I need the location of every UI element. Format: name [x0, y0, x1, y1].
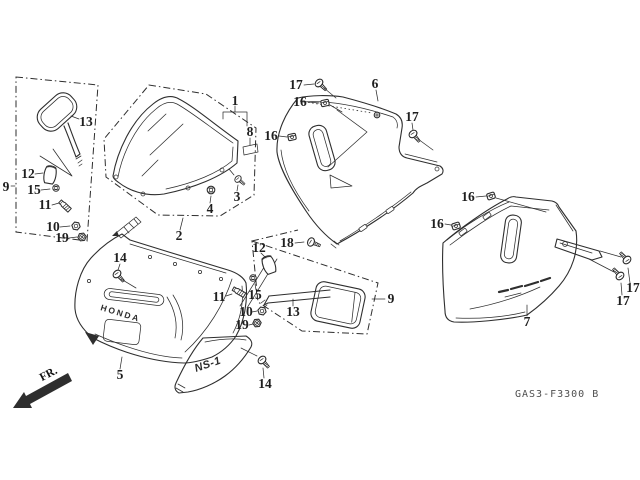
clip-16-lower-b-part: [450, 221, 462, 231]
leader-lines: [10, 83, 631, 379]
callout-17-edge-upper: 17: [626, 280, 640, 295]
callout-16-upper-a: 16: [293, 94, 307, 109]
nut-10-right-part: [256, 306, 268, 316]
clip-16-lower-a-part: [485, 191, 497, 201]
callout-18: 18: [280, 235, 294, 250]
lower-panel-7: [442, 191, 633, 323]
nut-10-left-part: [70, 221, 82, 231]
callout-16-lower-b: 16: [430, 216, 444, 231]
clip-16-upper-a-part: [319, 98, 331, 108]
callout-19-left: 19: [55, 230, 69, 245]
callout-12-right: 12: [252, 240, 266, 255]
screw-14-upper-part: [111, 268, 128, 285]
drawing-code: GAS3-F3300 B: [515, 389, 599, 400]
callout-9-left: 9: [3, 179, 10, 194]
callout-10-left: 10: [46, 219, 60, 234]
nut-15-right-part: [249, 274, 257, 282]
right-mirror-assembly: [231, 253, 366, 329]
screw-17-edge-upper-part: [616, 249, 633, 266]
callout-13-right: 13: [286, 304, 300, 319]
callout-9-right: 9: [388, 291, 395, 306]
screw-14-lower-part: [256, 354, 273, 371]
callout-14-upper: 14: [113, 250, 127, 265]
callout-17-edge-lower: 17: [616, 293, 630, 308]
bolt-11-right-part: [231, 285, 247, 298]
side-bracket: [554, 238, 603, 261]
windscreen: [112, 96, 259, 239]
left-mirror-group-box: [15, 76, 99, 242]
model-decal-7: [497, 276, 552, 298]
bolt-11-left-part: [57, 199, 72, 213]
callout-15-left: 15: [27, 182, 41, 197]
mirror-boot-left: [42, 164, 58, 185]
callout-10-right: 10: [239, 304, 253, 319]
middle-panel-6: [276, 77, 444, 251]
screw-3-part: [233, 173, 248, 188]
fr-arrow-icon: [13, 373, 72, 408]
callout-19-right: 19: [235, 317, 249, 332]
right-mirror-group-box: [251, 240, 379, 335]
callout-2: 2: [176, 228, 183, 243]
nut-19-right-part: [251, 318, 263, 328]
front-direction-marker: FR.: [13, 365, 72, 408]
screw-17-edge-lower-part: [609, 265, 626, 282]
screw-17-upper-right-part: [407, 128, 424, 145]
callout-7: 7: [524, 314, 531, 329]
callout-16-upper-b: 16: [264, 128, 278, 143]
callout-1: 1: [232, 93, 239, 108]
side-blade: NS-1: [174, 335, 253, 394]
callout-4: 4: [207, 201, 214, 216]
callout-6: 6: [372, 76, 379, 91]
callout-12-left: 12: [21, 166, 35, 181]
mirror-boot-right: [259, 253, 279, 276]
nut-4-part: [206, 185, 216, 195]
group-connector-line: [251, 229, 299, 242]
callout-17-upper-right: 17: [405, 109, 419, 124]
grommet-part: [373, 111, 381, 119]
callout-17-upper-left: 17: [289, 77, 303, 92]
model-decal-blade: NS-1: [193, 355, 222, 375]
callout-15-right: 15: [248, 287, 262, 302]
left-mirror-assembly: [36, 92, 88, 242]
clip-16-upper-b-part: [286, 132, 298, 142]
nut-15-left-part: [52, 184, 60, 192]
callout-16-lower-a: 16: [461, 189, 475, 204]
callout-14-lower: 14: [258, 376, 272, 391]
callout-5: 5: [117, 367, 124, 382]
callout-11-left: 11: [39, 197, 52, 212]
callout-11-right: 11: [213, 289, 226, 304]
callout-labels: 9 13 12 15 11 10 19 1 8 3 4 2 17 16 16 6…: [3, 76, 640, 391]
callout-13-left: 13: [79, 114, 93, 129]
callout-3: 3: [234, 189, 241, 204]
callout-8: 8: [247, 124, 254, 139]
screw-18-part: [305, 236, 323, 251]
sticker-8-part: [242, 143, 259, 156]
windscreen-group-box: [103, 84, 257, 217]
